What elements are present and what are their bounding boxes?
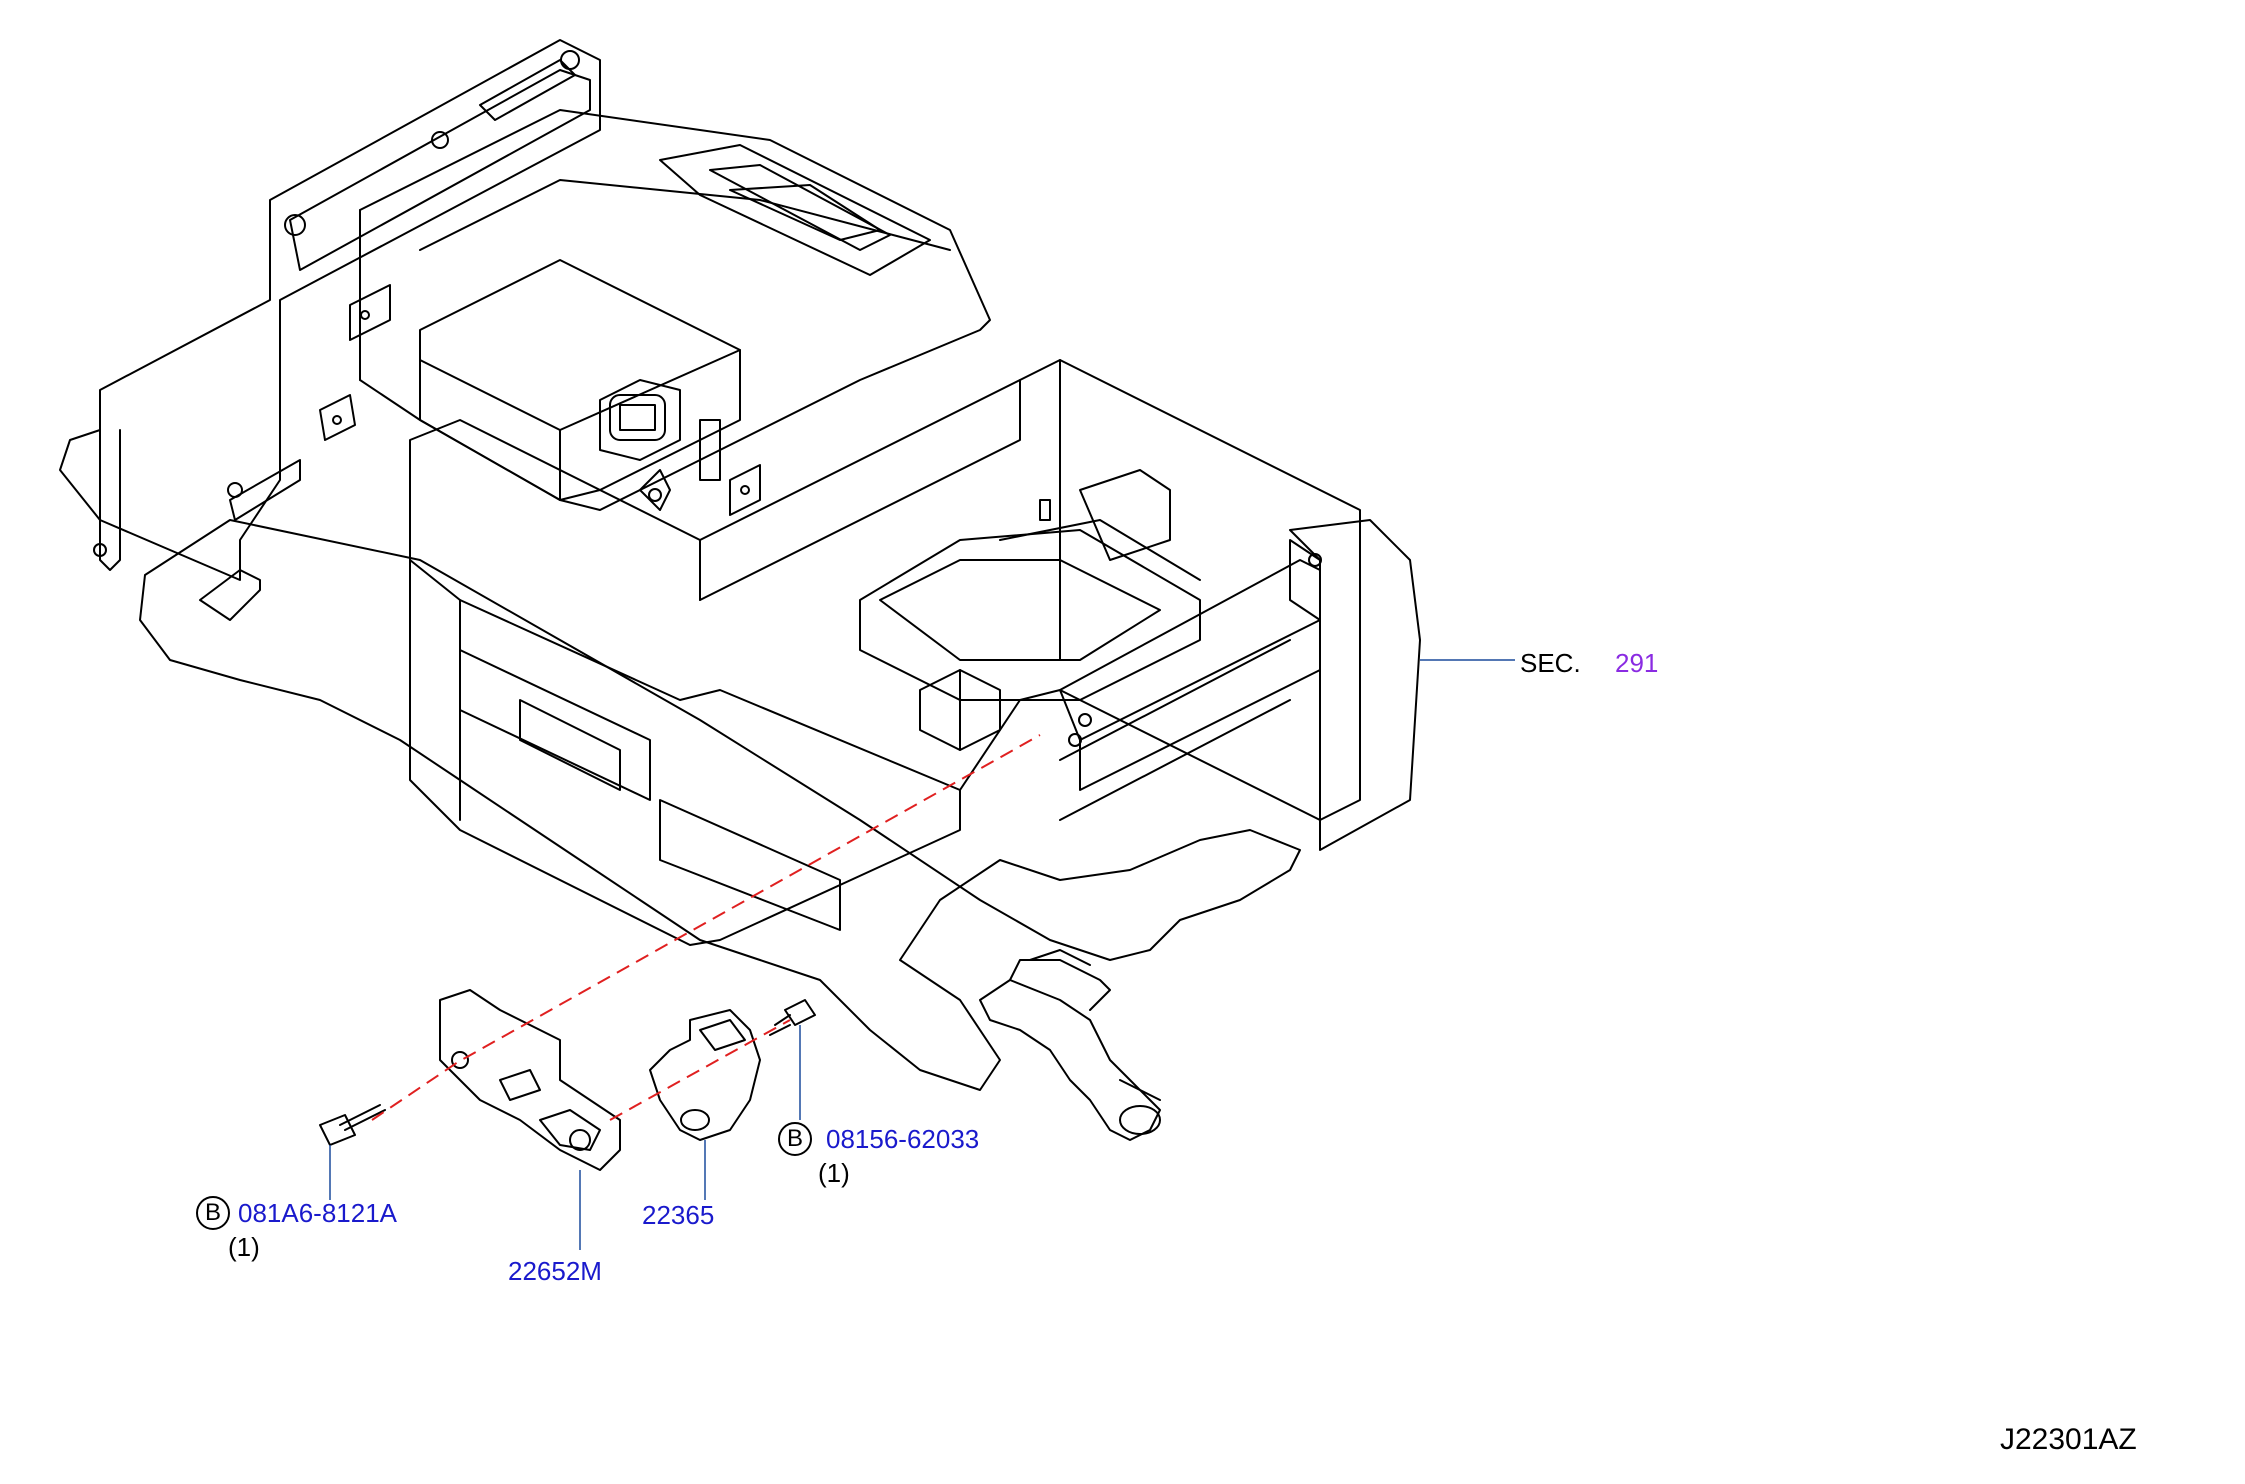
assembly-guide-line-2 — [609, 1019, 791, 1121]
left-frame-plate — [59, 39, 601, 581]
badge-b-right: B — [778, 1122, 812, 1156]
part-22365[interactable]: 22365 — [642, 1200, 715, 1230]
sensor-22365 — [649, 1009, 761, 1141]
bracket-22652m — [439, 989, 621, 1171]
underbody-outline — [139, 519, 1301, 1091]
battery-housing — [409, 359, 1361, 946]
part-22652M[interactable]: 22652M — [508, 1256, 602, 1286]
qty-bolt-left: (1) — [228, 1232, 260, 1262]
badge-b-left: B — [196, 1196, 230, 1230]
assembly-guide-line-1 — [371, 734, 1041, 1121]
part-081A6-8121A[interactable]: 081A6-8121A — [238, 1198, 398, 1228]
bolt-left — [319, 1114, 356, 1146]
coolant-hose — [979, 979, 1161, 1141]
section-ref-number[interactable]: 291 — [1615, 648, 1659, 678]
diagram-code: J22301AZ — [2000, 1423, 2137, 1456]
part-08156-62033[interactable]: 08156-62033 — [826, 1124, 980, 1154]
bolt-right — [784, 999, 816, 1026]
qty-bolt-right: (1) — [818, 1158, 850, 1188]
upper-housing — [359, 109, 991, 511]
section-ref-prefix: SEC. — [1520, 648, 1581, 678]
mid-housing — [419, 259, 741, 501]
side-panel — [1289, 519, 1421, 851]
